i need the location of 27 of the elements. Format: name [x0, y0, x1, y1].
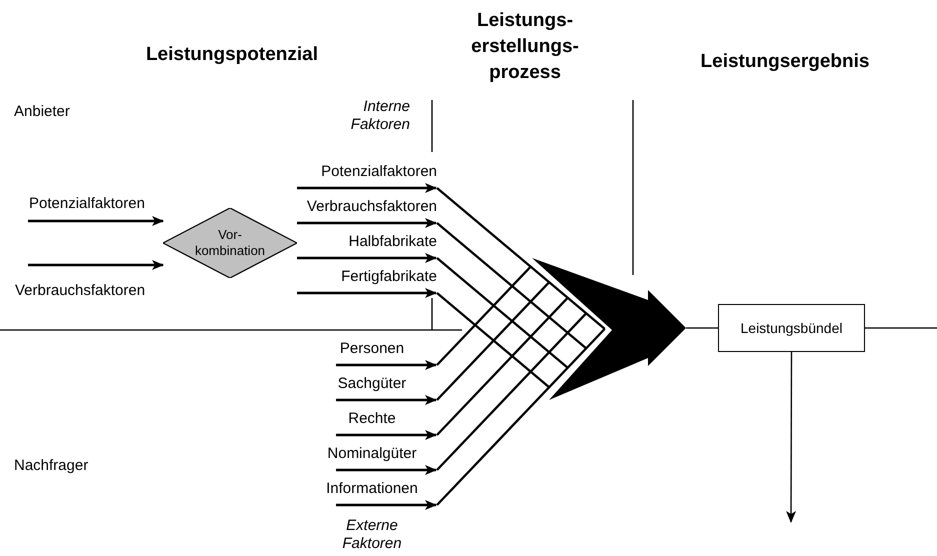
arrow	[336, 465, 437, 475]
arrow	[28, 260, 164, 270]
arrow	[297, 183, 437, 193]
arrow	[28, 216, 164, 226]
arrow	[786, 352, 796, 523]
decision-diamond: Vor- kombination	[163, 208, 297, 278]
edge-label: Fertigfabrikate	[340, 268, 438, 285]
arrow	[336, 360, 437, 370]
arrow	[297, 253, 437, 263]
section-heading: Leistungsergebnis	[700, 50, 870, 74]
arrow	[336, 395, 437, 405]
process-arrow-drawing	[436, 186, 686, 508]
arrow	[297, 218, 437, 228]
text-label: Anbieter	[14, 103, 71, 121]
arrow	[297, 288, 437, 298]
process-box: Leistungsbündel	[718, 304, 865, 352]
edge-label: Nominalgüter	[326, 445, 418, 462]
edge-label: Sachgüter	[336, 375, 408, 392]
text-label: Interne Faktoren	[350, 98, 410, 134]
connector-line	[686, 327, 718, 329]
arrow	[336, 430, 437, 440]
section-heading: Leistungspotenzial	[144, 43, 320, 67]
arrow	[336, 500, 437, 510]
text-label: Nachfrager	[14, 457, 90, 475]
section-heading: Leistungs- erstellungs- prozess	[470, 9, 580, 85]
text-label: Externe Faktoren	[341, 517, 403, 553]
connector-line	[865, 327, 937, 329]
